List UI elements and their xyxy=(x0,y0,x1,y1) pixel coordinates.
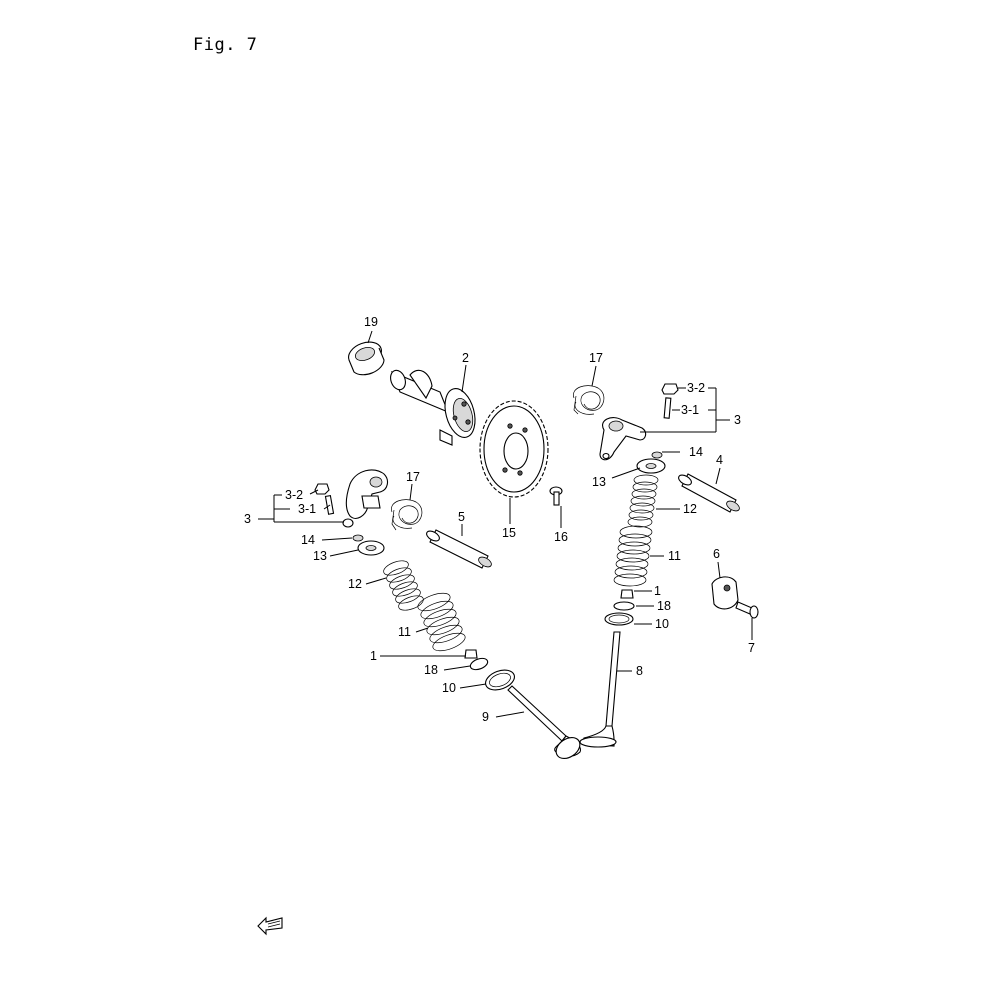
callout-10-left: 10 xyxy=(442,681,456,695)
part-16-bolt xyxy=(549,486,563,506)
part-14-right-cotter xyxy=(651,451,663,459)
part-6-lock-plate xyxy=(711,576,739,610)
callout-12-left: 12 xyxy=(348,577,362,591)
part-1-left-seal xyxy=(464,649,478,659)
part-10-right-oring xyxy=(604,612,634,626)
callout-13-left: 13 xyxy=(313,549,327,563)
callout-18-left: 18 xyxy=(424,663,438,677)
part-11-right-outer-spring xyxy=(613,525,653,587)
part-13-left-retainer xyxy=(357,540,385,556)
callout-labels: 19 2 17 3-2 3-1 3 14 13 4 12 11 1 18 10 … xyxy=(244,315,755,724)
callout-8: 8 xyxy=(636,664,643,678)
leader-lines xyxy=(258,330,753,718)
part-5-rocker-shaft-left xyxy=(426,529,492,569)
part-18-left-seat xyxy=(469,657,489,671)
part-12-left-inner-spring xyxy=(383,560,424,611)
callout-19: 19 xyxy=(364,315,378,329)
part-9-valve-left xyxy=(507,685,582,760)
part-15-cam-sprocket xyxy=(479,400,549,498)
callout-10-right: 10 xyxy=(655,617,669,631)
callout-2: 2 xyxy=(462,351,469,365)
part-17-spring-left xyxy=(391,499,423,531)
part-11-left-outer-spring xyxy=(417,592,466,652)
part-19-bearing xyxy=(348,341,385,376)
callout-11-right: 11 xyxy=(668,549,681,563)
callout-3-1-right: 3-1 xyxy=(681,403,699,417)
callout-11-left: 11 xyxy=(398,625,411,639)
callout-14-right: 14 xyxy=(689,445,703,459)
callout-13-right: 13 xyxy=(592,475,606,489)
callout-1-right: 1 xyxy=(654,584,661,598)
part-2-camshaft xyxy=(390,369,476,446)
callout-17-left: 17 xyxy=(406,470,420,484)
callout-4: 4 xyxy=(716,453,723,467)
callout-12-right: 12 xyxy=(683,502,697,516)
part-3-rocker-arm-left xyxy=(314,469,389,528)
part-7-bolt xyxy=(735,601,759,619)
callout-16: 16 xyxy=(554,530,568,544)
callout-15: 15 xyxy=(502,526,516,540)
callout-9: 9 xyxy=(482,710,489,724)
callout-5: 5 xyxy=(458,510,465,524)
part-10-left-oring xyxy=(485,669,515,691)
front-direction-arrow-icon xyxy=(257,916,283,936)
part-3-rocker-arm-right xyxy=(599,383,679,461)
callout-3-right: 3 xyxy=(734,413,741,427)
part-12-right-inner-spring xyxy=(627,474,659,528)
callout-14-left: 14 xyxy=(301,533,315,547)
figure-title: Fig. 7 xyxy=(193,35,258,55)
callout-3-1-left: 3-1 xyxy=(298,502,316,516)
callout-18-right: 18 xyxy=(657,599,671,613)
part-14-left-cotter xyxy=(352,534,364,542)
callout-7: 7 xyxy=(748,641,755,655)
callout-3-left: 3 xyxy=(244,512,251,526)
part-8-valve-right xyxy=(579,631,621,748)
callout-1-left: 1 xyxy=(370,649,377,663)
part-1-right-seal xyxy=(620,589,634,599)
callout-17-top: 17 xyxy=(589,351,603,365)
callout-3-2-left: 3-2 xyxy=(285,488,303,502)
part-13-right-retainer xyxy=(636,458,666,474)
part-4-rocker-shaft xyxy=(678,473,740,513)
part-17-spring-top xyxy=(573,385,605,415)
callout-3-2-right: 3-2 xyxy=(687,381,705,395)
part-18-right-seat xyxy=(613,601,635,611)
callout-6: 6 xyxy=(713,547,720,561)
